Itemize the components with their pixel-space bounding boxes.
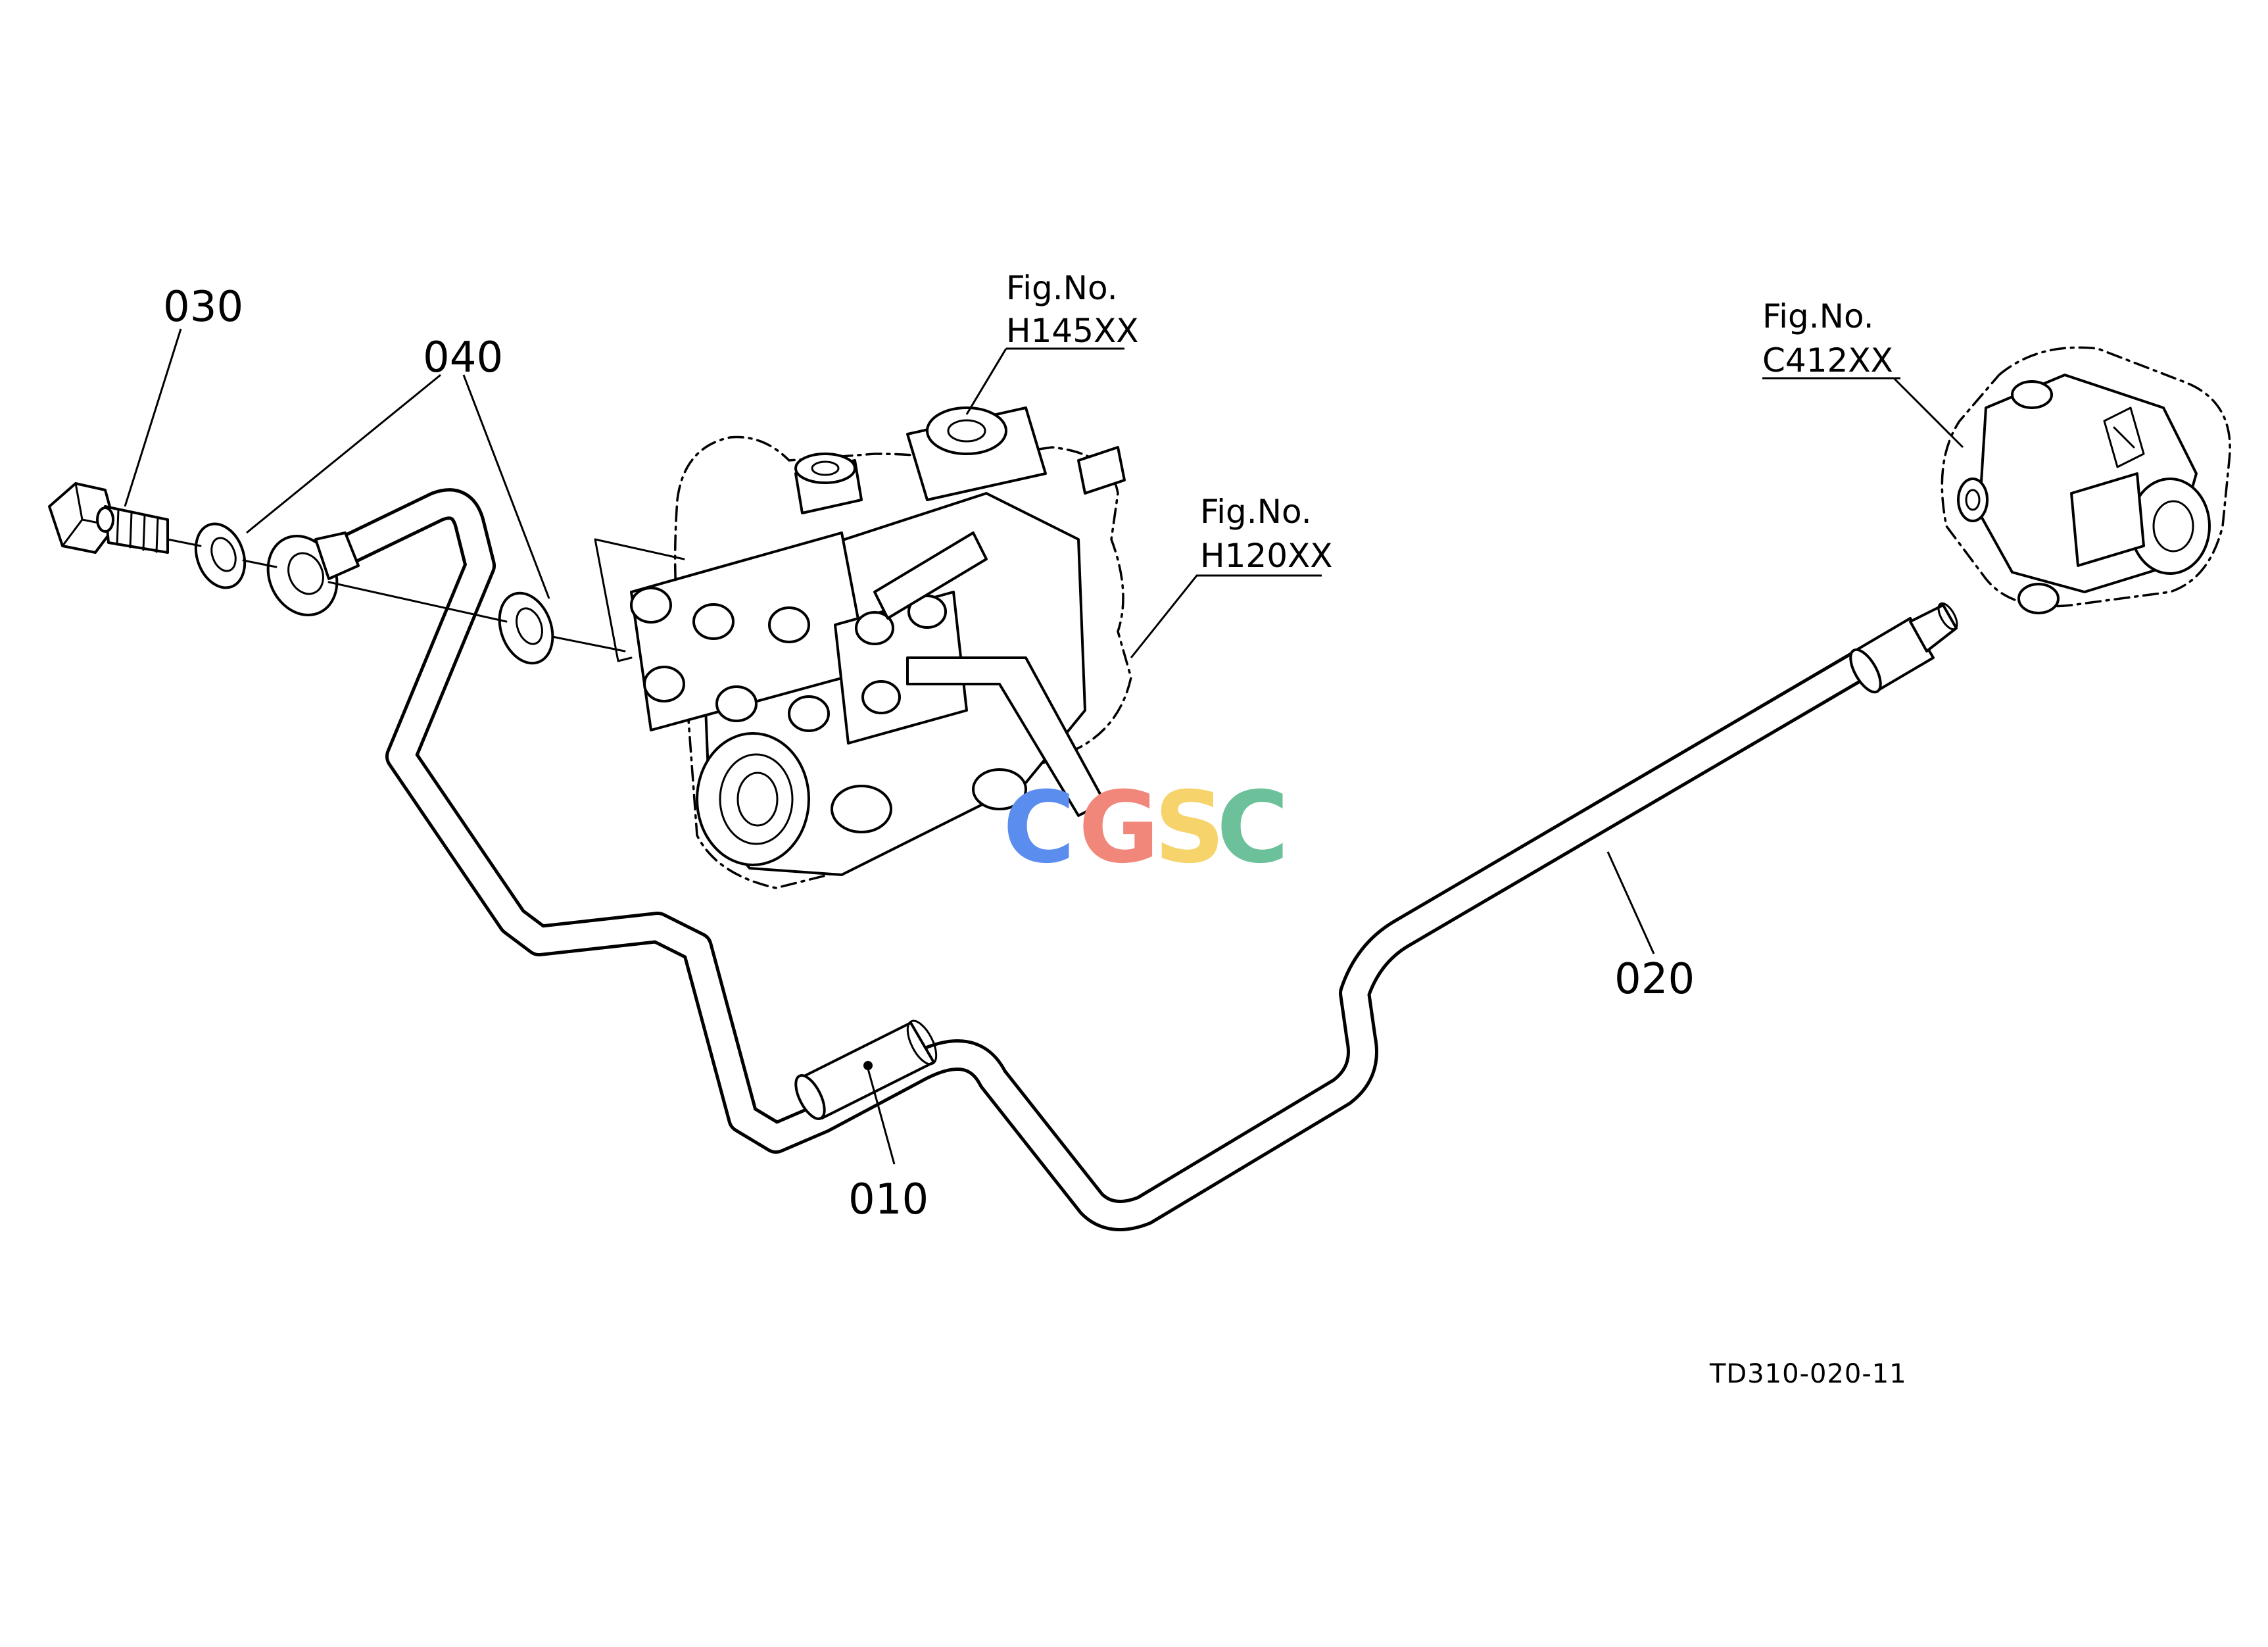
banjo-eye bbox=[266, 531, 360, 617]
watermark-letter-s: S bbox=[1154, 771, 1225, 885]
fig-ref-caption-h120: Fig.No. bbox=[1200, 493, 1312, 531]
hydraulic-pump bbox=[594, 406, 1132, 889]
callout-030: 030 bbox=[163, 283, 243, 332]
pipe-joint-sleeve bbox=[794, 1020, 938, 1120]
fig-ref-code-h145: H145XX bbox=[1006, 312, 1139, 350]
fig-ref-caption-c412: Fig.No. bbox=[1762, 297, 1874, 335]
callout-010: 010 bbox=[848, 1175, 929, 1224]
assembly-axis bbox=[166, 538, 626, 652]
watermark-letter-c1: C bbox=[1003, 771, 1075, 885]
leader-lines bbox=[124, 328, 1964, 1165]
callout-040: 040 bbox=[423, 333, 503, 382]
pipe-end-nut bbox=[1849, 602, 1958, 694]
fig-ref-code-c412: C412XX bbox=[1762, 341, 1893, 380]
watermark-letter-c2: C bbox=[1217, 771, 1289, 885]
cgsc-watermark: C G S C bbox=[1003, 771, 1289, 885]
drawing-reference: TD310-020-11 bbox=[1709, 1359, 1907, 1389]
banjo-bolt bbox=[48, 482, 169, 554]
callout-020: 020 bbox=[1614, 955, 1695, 1004]
hydraulic-pipe bbox=[326, 488, 1877, 1231]
fig-ref-caption-h145: Fig.No. bbox=[1006, 269, 1118, 307]
fig-ref-code-h120: H120XX bbox=[1200, 537, 1333, 575]
hydraulic-cylinder-block bbox=[1941, 346, 2231, 614]
sealing-washer-left bbox=[194, 522, 247, 589]
sealing-washer-right bbox=[498, 591, 554, 665]
watermark-letter-g: G bbox=[1078, 771, 1159, 885]
spline-shaft bbox=[696, 732, 810, 866]
